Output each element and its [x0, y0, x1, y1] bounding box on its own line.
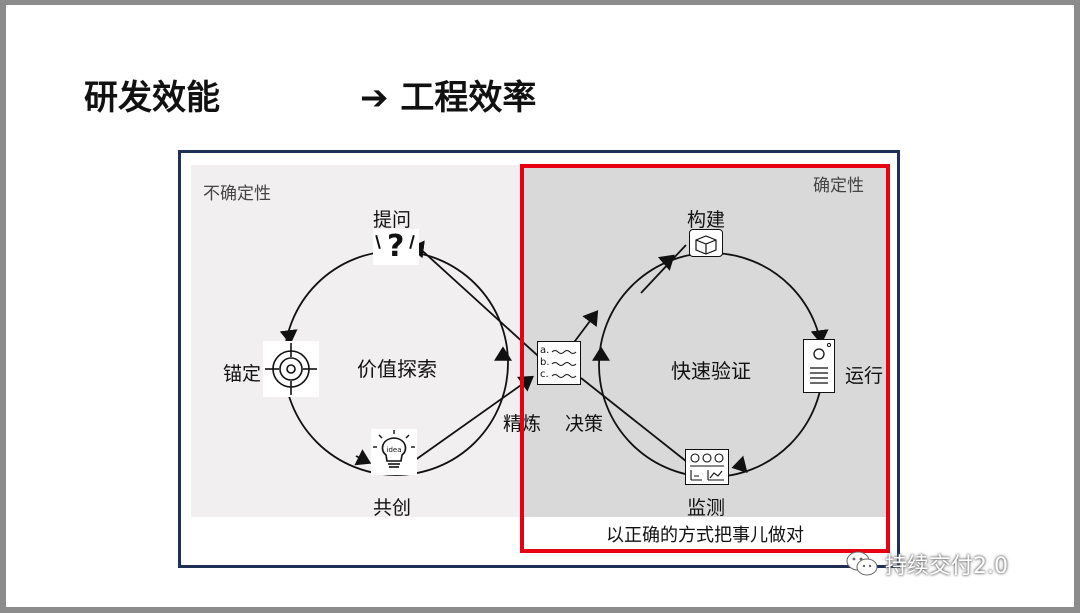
node-build-label: 构建 [687, 209, 726, 231]
title-efficiency: ➔ 工程效率 [360, 70, 536, 119]
node-cocreate-label: 共创 [373, 497, 412, 519]
arrow-icon: ➔ [360, 78, 389, 118]
node-ask-label: 提问 [373, 209, 412, 231]
server-icon [803, 339, 835, 393]
idea-text: idea [387, 446, 402, 454]
wechat-icon [846, 551, 878, 576]
wechat-watermark: 持续交付2.0 [845, 548, 1008, 580]
doc-line-c: c. [540, 369, 549, 380]
question-icon: ? [373, 229, 419, 265]
value-cycle-diagram: 不确定性 确定性 ? 提问 [178, 150, 900, 568]
title-right-text: 工程效率 [400, 78, 537, 118]
certainty-caption: 以正确的方式把事儿做对 [606, 525, 804, 546]
uncertainty-label: 不确定性 [203, 184, 271, 204]
title-effectiveness: 研发效能 [84, 78, 220, 118]
box-icon [689, 229, 723, 257]
document-icon: a. b. c. [537, 341, 581, 385]
node-run-label: 运行 [845, 365, 884, 387]
watermark-text: 持续交付2.0 [885, 554, 1008, 579]
decide-label: 决策 [565, 413, 604, 435]
doc-line-a: a. [540, 345, 550, 356]
certainty-label: 确定性 [813, 176, 864, 196]
left-cycle-center-label: 价值探索 [357, 357, 437, 381]
node-monitor-label: 监测 [687, 497, 726, 519]
engineering-efficiency-highlight [520, 164, 890, 553]
target-icon [263, 341, 319, 397]
monitor-icon [685, 449, 729, 485]
lightbulb-icon: idea [371, 429, 417, 475]
node-anchor-label: 锚定 [223, 363, 262, 385]
right-cycle-center-label: 快速验证 [671, 359, 751, 383]
doc-line-b: b. [540, 357, 550, 368]
